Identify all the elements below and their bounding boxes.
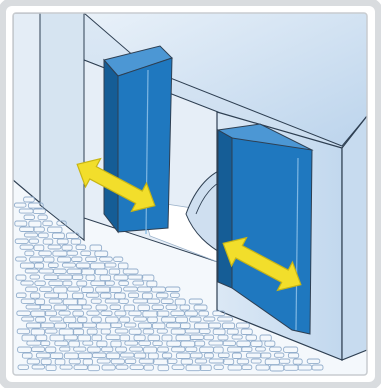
building-right-side [342,116,367,360]
scene [13,13,367,375]
building-left-side [40,13,84,240]
